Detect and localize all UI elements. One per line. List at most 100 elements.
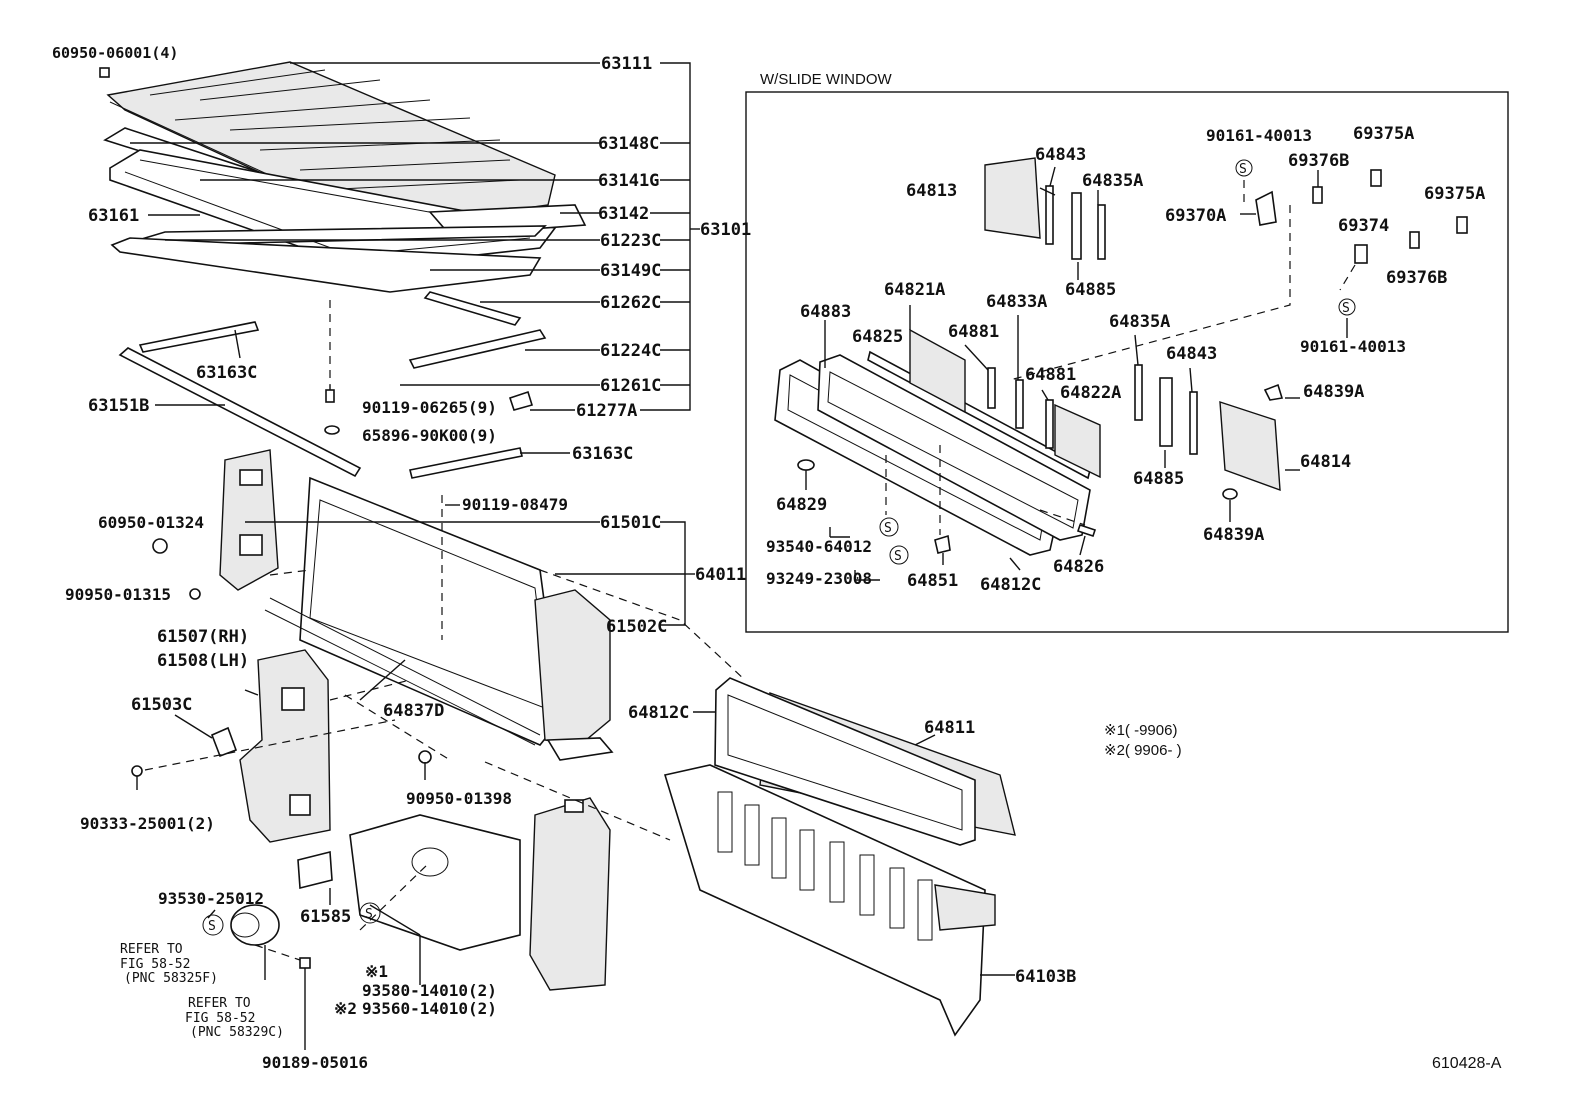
channel-64885-b [1159,377,1173,447]
seal-93540 [879,517,899,537]
refer-b-line3: (PNC 58329C) [190,1025,284,1040]
channel-64843-b [1189,391,1198,455]
label-93540: 93540-64012 [766,537,872,556]
label-64825: 64825 [852,327,903,347]
cap-69376b-b [1409,231,1420,249]
dash-7 [254,944,301,961]
bracket-61277a [508,390,534,411]
inset-dash-1 [1009,180,1356,381]
label-93249: 93249-23008 [766,569,872,588]
channel-64881-b [1045,399,1054,449]
dash-6 [359,861,431,931]
label-64881-a: 64881 [948,322,999,342]
label-93560: 93560-14010(2) [362,999,497,1018]
pillar-61501c [219,449,279,591]
label-61507: 61507(RH) [157,627,249,647]
label-93580: 93580-14010(2) [362,981,497,1000]
label-63111: 63111 [601,54,652,74]
dash-3 [144,719,396,771]
slide-glass-64814 [1219,401,1281,492]
moulding-61224c [408,329,547,369]
filler-cap-inner [230,912,260,938]
label-63142: 63142 [598,204,649,224]
pillar-opening-upper [281,687,305,711]
svg-text:S: S [208,919,216,934]
glass-64822a [1054,403,1101,479]
plug-90950-01398 [418,750,432,764]
screw-60950-06001 [99,67,110,78]
svg-text:S: S [1239,162,1247,177]
clip-65896 [324,425,340,435]
pillar-window-upper [239,469,263,486]
note-2: ※2( 9906- ) [1104,742,1182,759]
section-title: W/SLIDE WINDOW [760,71,893,88]
label-90119-08479: 90119-08479 [462,495,568,514]
grommet-60950-01324 [152,538,168,554]
channel-64833a [1015,379,1024,429]
cap-61503c [210,726,238,758]
refer-b-line2: FIG 58-52 [185,1011,255,1026]
svg-text:S: S [884,521,892,536]
label-69375a-b: 69375A [1424,184,1485,204]
label-64811: 64811 [924,718,975,738]
label-64835a-a: 64835A [1082,171,1143,191]
label-64103b: 64103B [1015,967,1076,987]
lock-69374 [1354,244,1368,264]
label-64837d: 64837D [383,701,444,721]
label-69370a: 69370A [1165,206,1226,226]
label-63161: 63161 [88,206,139,226]
label-90161-a: 90161-40013 [1206,126,1312,145]
label-90161-b: 90161-40013 [1300,337,1406,356]
bracket-64851 [934,534,951,554]
roof-panel [106,61,556,229]
latch-69370a [1255,190,1277,226]
slide-window-inset-frame [745,91,1509,633]
svg-text:S: S [365,907,373,922]
label-64885-a: 64885 [1065,280,1116,300]
label-69376b-b: 69376B [1386,268,1447,288]
label-63141g: 63141G [598,171,659,191]
diagram-id: 610428-A [1432,1055,1502,1072]
slide-glass-64813 [984,157,1041,239]
label-90950-01315: 90950-01315 [65,585,171,604]
label-64843-b: 64843 [1166,344,1217,364]
label-64839a-a: 64839A [1303,382,1364,402]
filler-cap [230,904,280,946]
label-69375a-a: 69375A [1353,124,1414,144]
label-61223c: 61223C [600,231,661,251]
dash-4 [484,761,671,841]
label-60950-06001: 60950-06001(4) [52,44,178,62]
label-63148c: 63148C [598,134,659,154]
stopper-64826 [1076,523,1097,538]
seal-symbol-93540: S [884,521,892,536]
label-64883: 64883 [800,302,851,322]
label-61508: 61508(LH) [157,651,249,671]
housing-hole [411,847,449,877]
label-64011: 64011 [695,565,746,585]
pillar-61507-61508 [239,649,331,843]
label-60950-01324: 60950-01324 [98,513,204,532]
label-64813: 64813 [906,181,957,201]
label-64839a-b: 64839A [1203,525,1264,545]
label-63101: 63101 [700,220,751,240]
label-64814: 64814 [1300,452,1351,472]
label-93530: 93530-25012 [158,889,264,908]
seal-symbol-90161-b: S [1342,301,1350,316]
seal-symbol-90161-a: S [1239,162,1247,177]
plug-90950-01315 [189,588,201,600]
clip-64839a-b [1222,488,1238,500]
channel-64881-a [987,367,996,409]
label-61261c: 61261C [600,376,661,396]
channel-64835a-b [1134,364,1143,421]
label-63163c-upper: 63163C [196,363,257,383]
seal-90161-a [1235,159,1253,177]
label-64812c: 64812C [628,703,689,723]
channel-64885-a [1071,192,1082,260]
label-63163c-lower: 63163C [572,444,633,464]
label-69374: 69374 [1338,216,1389,236]
roof-seal-63149c [110,237,542,293]
seal-symbol-93530: S [202,914,224,936]
label-mark2: ※2 [334,999,357,1018]
refer-b-line1: REFER TO [188,996,251,1011]
